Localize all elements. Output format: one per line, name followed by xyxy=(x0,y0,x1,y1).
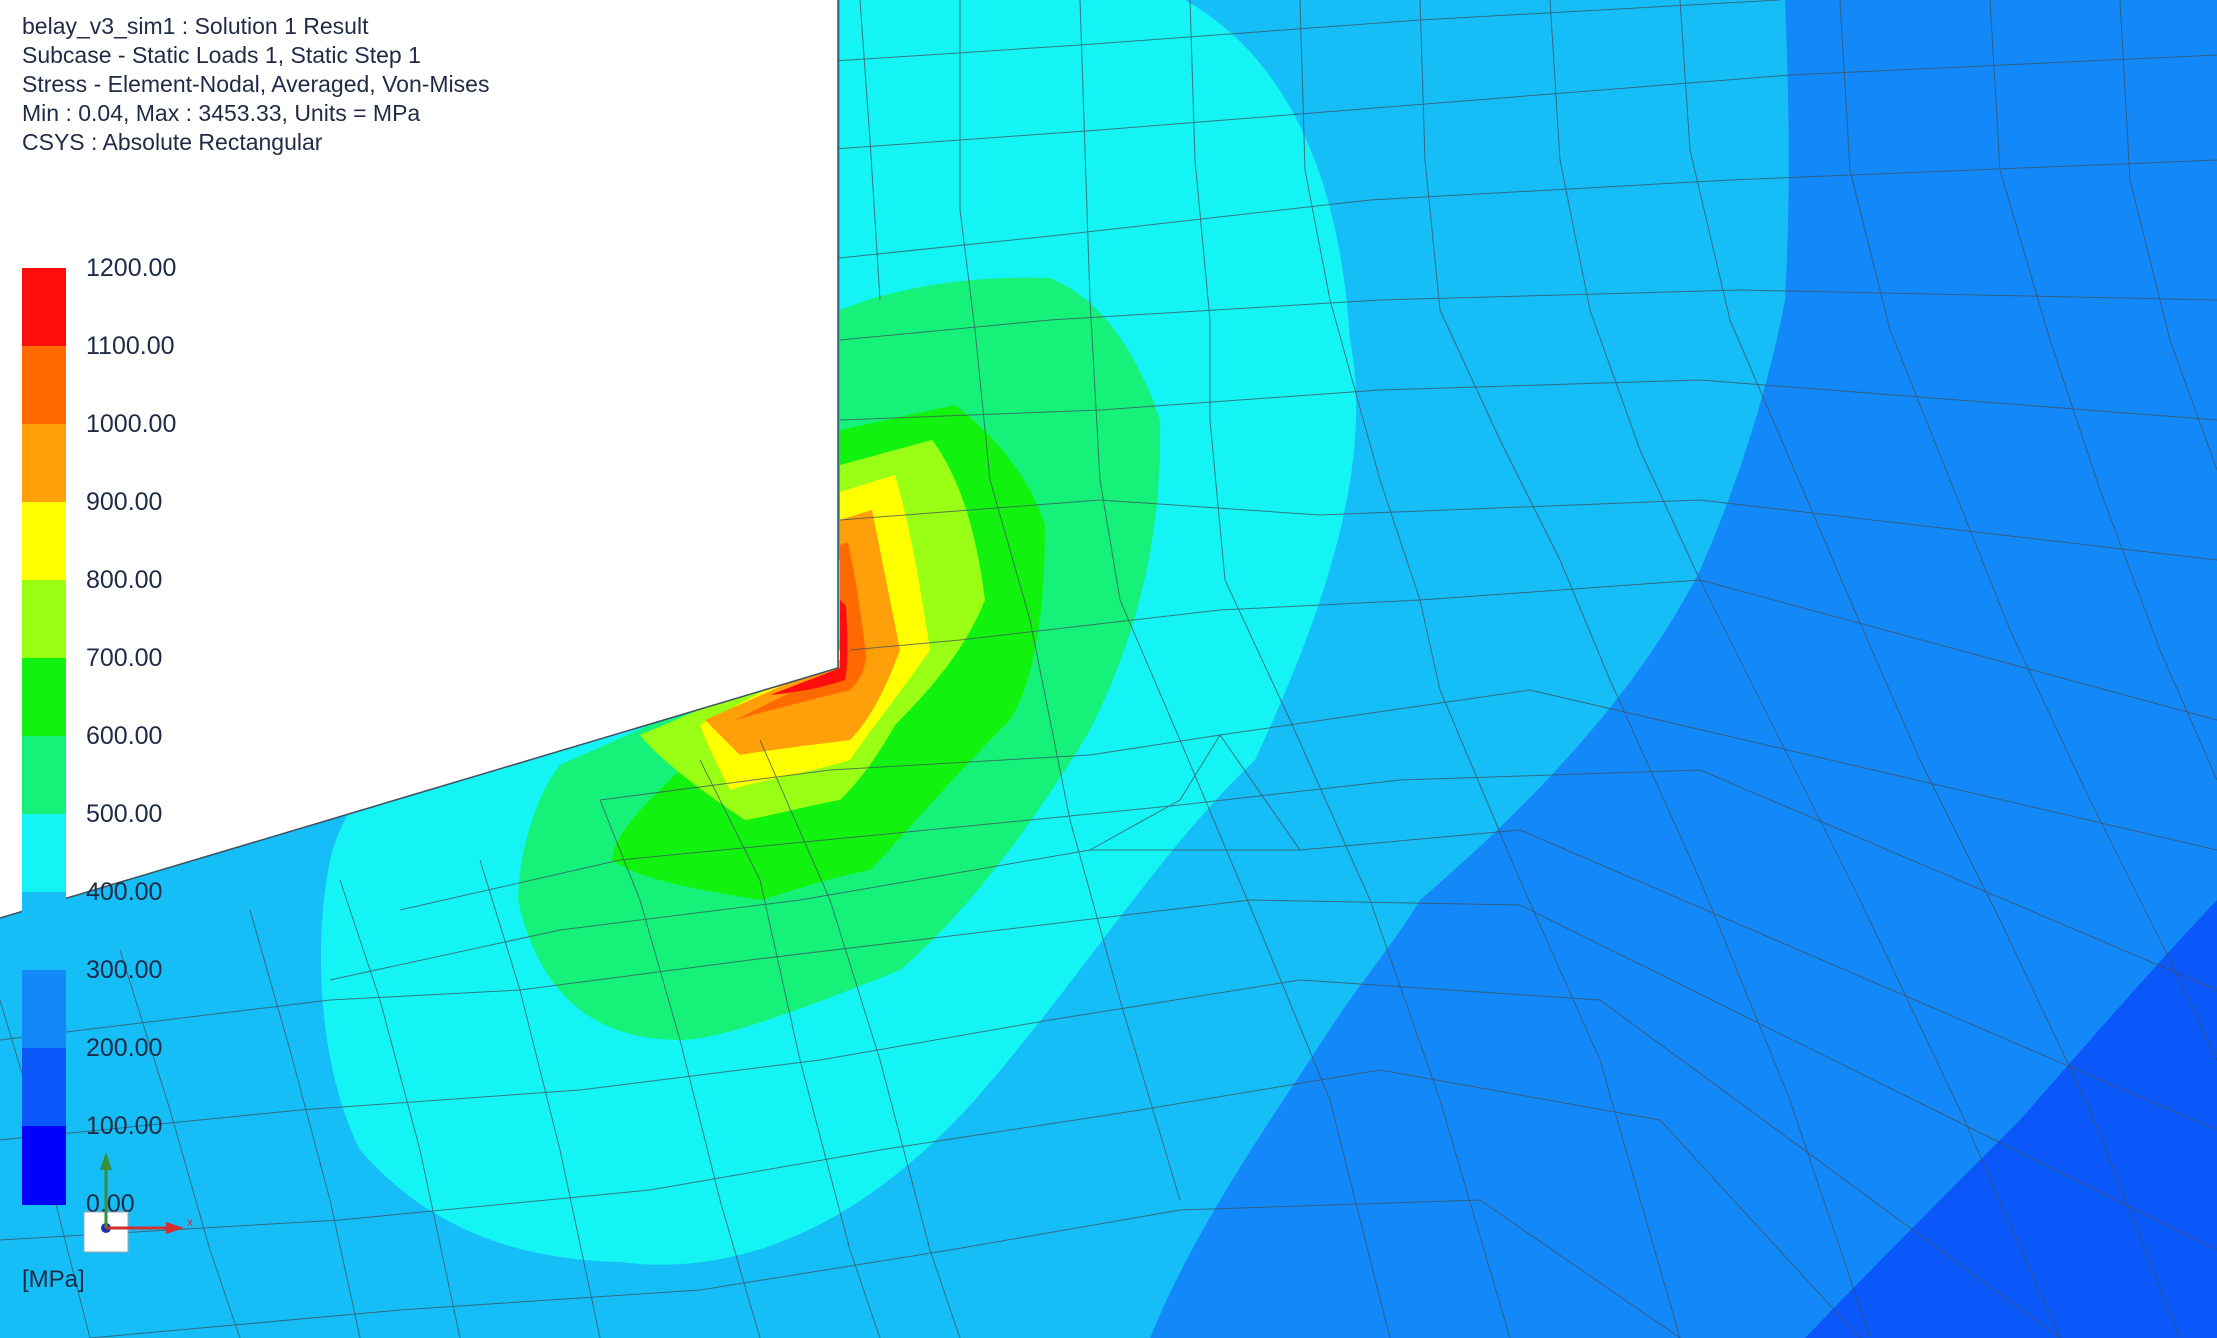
legend-band xyxy=(22,658,66,737)
triad-y-arrow xyxy=(100,1152,112,1170)
legend-band xyxy=(22,502,66,581)
legend-tick-label: 1000.00 xyxy=(86,410,177,438)
legend-band xyxy=(22,892,66,971)
coordinate-triad: x xyxy=(82,1150,202,1260)
legend-band xyxy=(22,970,66,1049)
legend-tick-label: 200.00 xyxy=(86,1034,163,1062)
legend-tick-label: 400.00 xyxy=(86,878,163,906)
legend-band xyxy=(22,1126,66,1205)
info-line-subcase: Subcase - Static Loads 1, Static Step 1 xyxy=(22,42,421,68)
legend-band xyxy=(22,424,66,503)
legend-tick-label: 500.00 xyxy=(86,800,163,828)
info-line-csys: CSYS : Absolute Rectangular xyxy=(22,129,323,155)
legend-tick-label: 300.00 xyxy=(86,956,163,984)
legend-tick-label: 800.00 xyxy=(86,566,163,594)
legend-tick-label: 100.00 xyxy=(86,1112,163,1140)
legend-tick-label: 900.00 xyxy=(86,488,163,516)
info-line-solution: belay_v3_sim1 : Solution 1 Result xyxy=(22,13,369,39)
model-edge xyxy=(0,0,839,919)
background-region xyxy=(0,0,838,918)
legend-units: [MPa] xyxy=(22,1266,85,1293)
triad-x-label: x xyxy=(187,1215,193,1229)
legend-band xyxy=(22,814,66,893)
legend-tick-label: 700.00 xyxy=(86,644,163,672)
color-legend[interactable]: 1200.00 1100.00 1000.00 900.00 800.00 700.00 6… xyxy=(0,0,260,1338)
legend-tick-label: 1100.00 xyxy=(86,332,175,360)
stress-region-200 xyxy=(1150,0,2217,1338)
legend-band xyxy=(22,580,66,659)
info-line-minmax: Min : 0.04, Max : 3453.33, Units = MPa xyxy=(22,100,421,126)
info-line-stress: Stress - Element-Nodal, Averaged, Von-Mi… xyxy=(22,71,490,97)
legend-tick-label: 1200.00 xyxy=(86,254,177,282)
legend-tick-label: 600.00 xyxy=(86,722,163,750)
legend-band xyxy=(22,736,66,815)
legend-band xyxy=(22,268,66,347)
stress-region-100 xyxy=(1805,900,2217,1338)
legend-band xyxy=(22,1048,66,1127)
triad-x-arrow xyxy=(166,1222,184,1234)
legend-band xyxy=(22,346,66,425)
